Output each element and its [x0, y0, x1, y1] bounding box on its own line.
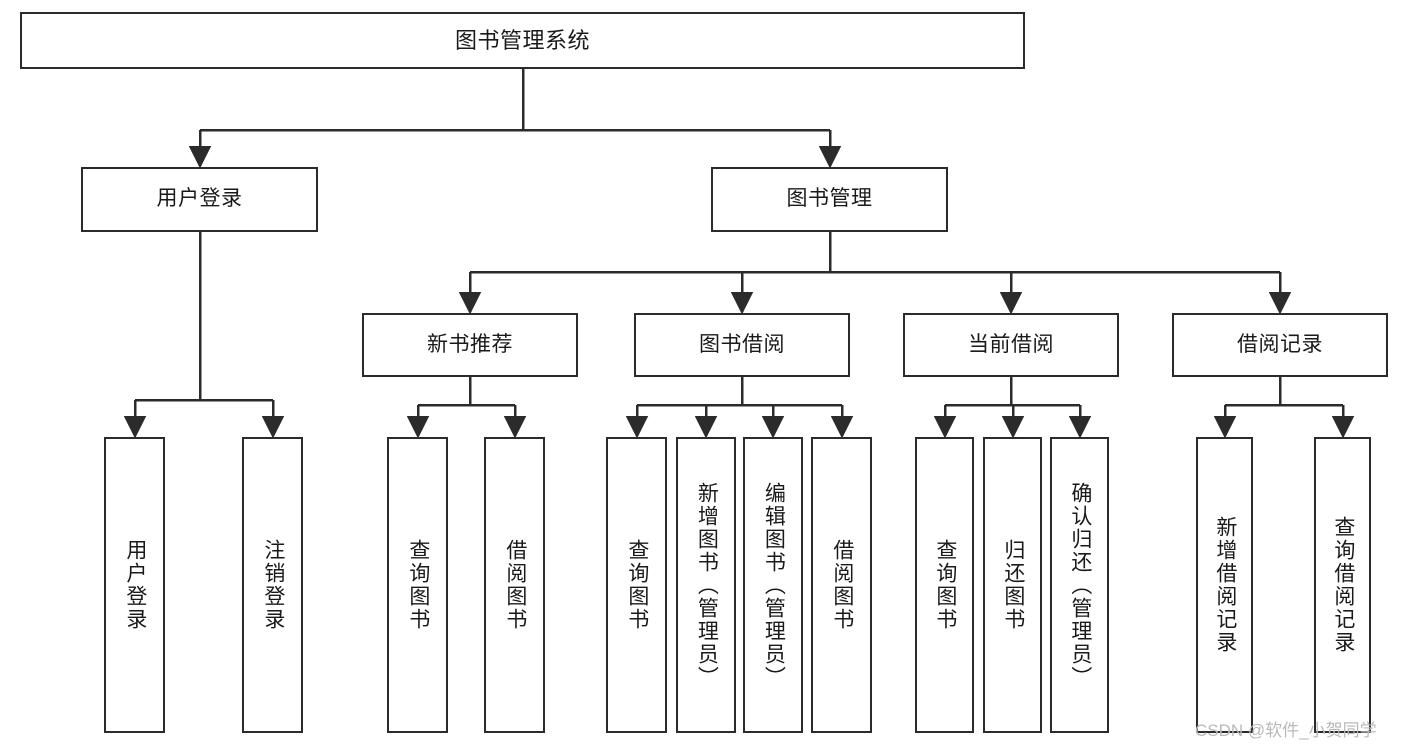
node-current-borrow-label: 当前借阅 [968, 332, 1054, 356]
node-book-borrow[interactable]: 图书借阅 [634, 313, 850, 377]
node-new-book-recommend-label: 新书推荐 [427, 332, 513, 356]
node-leaf-bb-edit-book-label: 编辑图书（管理员） [762, 481, 786, 689]
node-book-management-label: 图书管理 [786, 187, 873, 211]
node-leaf-rec-borrow-book[interactable]: 借阅图书 [484, 437, 545, 733]
node-book-management[interactable]: 图书管理 [711, 167, 948, 232]
node-leaf-br-query-record[interactable]: 查询借阅记录 [1314, 437, 1371, 733]
node-root[interactable]: 图书管理系统 [20, 12, 1025, 69]
node-leaf-cb-query-book-label: 查询图书 [933, 539, 957, 631]
node-leaf-bb-edit-book[interactable]: 编辑图书（管理员） [743, 437, 803, 733]
node-current-borrow[interactable]: 当前借阅 [903, 313, 1119, 377]
node-leaf-user-login[interactable]: 用户登录 [104, 437, 165, 733]
node-borrow-record[interactable]: 借阅记录 [1172, 313, 1388, 377]
node-user-login[interactable]: 用户登录 [81, 167, 318, 232]
node-leaf-rec-query-book-label: 查询图书 [406, 539, 430, 631]
node-leaf-br-add-record[interactable]: 新增借阅记录 [1196, 437, 1253, 733]
node-book-borrow-label: 图书借阅 [699, 332, 785, 356]
node-leaf-cb-query-book[interactable]: 查询图书 [915, 437, 974, 733]
node-root-label: 图书管理系统 [454, 27, 590, 53]
node-leaf-cb-confirm-return-label: 确认归还（管理员） [1068, 481, 1092, 689]
node-leaf-rec-query-book[interactable]: 查询图书 [387, 437, 448, 733]
node-leaf-bb-query-book-label: 查询图书 [625, 539, 649, 631]
node-leaf-bb-add-book[interactable]: 新增图书（管理员） [676, 437, 736, 733]
node-leaf-bb-borrow-book-label: 借阅图书 [830, 539, 854, 631]
node-leaf-br-add-record-label: 新增借阅记录 [1213, 516, 1237, 654]
node-leaf-bb-query-book[interactable]: 查询图书 [606, 437, 667, 733]
node-leaf-br-query-record-label: 查询借阅记录 [1331, 516, 1355, 654]
node-leaf-user-login-label: 用户登录 [123, 539, 147, 631]
node-leaf-bb-add-book-label: 新增图书（管理员） [695, 481, 719, 689]
node-borrow-record-label: 借阅记录 [1237, 332, 1323, 356]
node-leaf-cb-return-book-label: 归还图书 [1001, 539, 1025, 631]
node-user-login-label: 用户登录 [156, 187, 243, 211]
node-leaf-cb-return-book[interactable]: 归还图书 [983, 437, 1042, 733]
node-leaf-cb-confirm-return[interactable]: 确认归还（管理员） [1050, 437, 1109, 733]
node-new-book-recommend[interactable]: 新书推荐 [362, 313, 578, 377]
node-leaf-user-logout[interactable]: 注销登录 [242, 437, 303, 733]
edge-paths [123, 69, 1355, 439]
node-leaf-user-logout-label: 注销登录 [261, 539, 285, 631]
node-leaf-rec-borrow-book-label: 借阅图书 [503, 539, 527, 631]
node-leaf-bb-borrow-book[interactable]: 借阅图书 [811, 437, 872, 733]
